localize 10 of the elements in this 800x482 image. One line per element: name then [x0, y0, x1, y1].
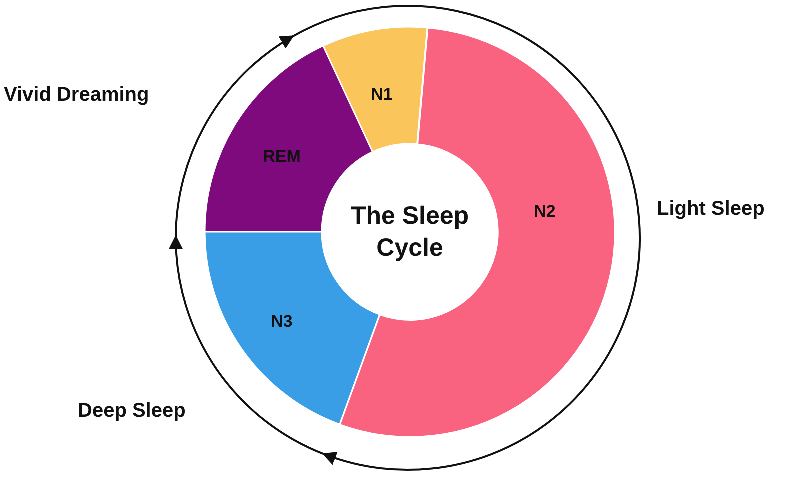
segment-label: N1 — [371, 85, 393, 105]
segment-label: N2 — [534, 202, 556, 222]
donut-segment — [340, 28, 615, 437]
donut-segment — [323, 27, 428, 152]
stage-label: Vivid Dreaming — [4, 84, 150, 107]
chart-center-title: The Sleep Cycle — [350, 200, 470, 264]
segment-label: N3 — [271, 312, 293, 332]
segment-label: REM — [263, 146, 301, 167]
stage-label: Deep Sleep — [78, 400, 186, 423]
stage-label: Light Sleep — [657, 198, 765, 221]
